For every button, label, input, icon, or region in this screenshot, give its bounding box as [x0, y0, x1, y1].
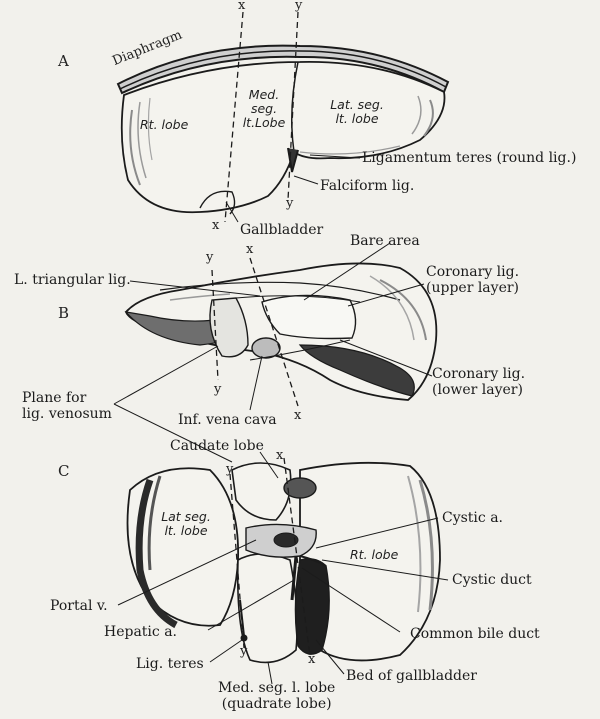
coronary-lower-line-1: Coronary lig. — [432, 366, 526, 382]
lat-seg-line-2: lt. lobe — [335, 111, 379, 126]
quadrate-line-1: Med. seg. l. lobe — [218, 680, 336, 696]
plane-line-2: lig. venosum — [22, 406, 112, 422]
axis-x-bottom-a: x — [212, 218, 220, 233]
coronary-upper-line-1: Coronary lig. — [426, 264, 520, 280]
axis-y-bottom-c: y — [240, 644, 248, 659]
gallbladder-label: Gallbladder — [240, 222, 324, 238]
lat-seg-line-1: Lat. seg. — [330, 97, 384, 112]
panel-label-b: B — [58, 304, 70, 322]
quadrate-line-2: (quadrate lobe) — [221, 696, 332, 712]
axis-y-bottom-a: y — [286, 196, 294, 211]
caudate-label: Caudate lobe — [170, 438, 264, 454]
coronary-lower-label: Coronary lig. (lower layer) — [432, 366, 525, 398]
lig-teres-label: Lig. teres — [136, 656, 204, 672]
cystic-duct-label: Cystic duct — [452, 572, 532, 588]
plane-lig-venosum-label: Plane for lig. venosum — [22, 390, 112, 422]
coronary-upper-line-2: (upper layer) — [426, 280, 520, 296]
ivc-label: Inf. vena cava — [178, 412, 277, 428]
med-seg-line-1: Med. — [248, 87, 280, 102]
lat-seg-label-a: Lat. seg. lt. lobe — [318, 98, 396, 126]
bare-area-label: Bare area — [350, 233, 420, 249]
panel-b-drawing — [113, 242, 438, 463]
common-bile-duct-label: Common bile duct — [410, 626, 540, 642]
panel-label-a: A — [58, 52, 69, 70]
coronary-upper-label: Coronary lig. (upper layer) — [426, 264, 519, 296]
axis-x-top-a: x — [238, 0, 246, 13]
bed-of-gallbladder-label: Bed of gallbladder — [346, 668, 477, 684]
axis-x-top-c: x — [276, 448, 284, 463]
l-triangular-label: L. triangular lig. — [14, 272, 131, 288]
axis-x-bottom-c: x — [308, 652, 316, 667]
axis-y-top-a: y — [295, 0, 303, 13]
ligamentum-teres-label: Ligamentum teres (round lig.) — [362, 150, 577, 166]
portal-v-label: Portal v. — [50, 598, 108, 614]
panel-a-drawing — [116, 11, 450, 223]
axis-y-bottom-b: y — [214, 382, 222, 397]
rt-lobe-label-a: Rt. lobe — [140, 117, 189, 132]
quadrate-lobe-label: Med. seg. l. lobe (quadrate lobe) — [218, 680, 335, 712]
panel-c-drawing — [117, 451, 449, 685]
cystic-a-label: Cystic a. — [442, 510, 503, 526]
axis-x-bottom-b: x — [294, 408, 302, 423]
plane-line-1: Plane for — [22, 390, 87, 406]
lat-seg-label-c: Lat seg. lt. lobe — [150, 510, 222, 538]
coronary-lower-line-2: (lower layer) — [432, 382, 523, 398]
lat-seg-c-line-1: Lat seg. — [161, 509, 211, 524]
med-seg-line-3: lt.Lobe — [242, 115, 286, 130]
axis-x-top-b: x — [246, 242, 254, 257]
rt-lobe-label-c: Rt. lobe — [350, 547, 399, 562]
hepatic-a-label: Hepatic a. — [104, 624, 177, 640]
axis-y-top-c: y — [226, 462, 234, 477]
med-seg-label-a: Med. seg. lt.Lobe — [240, 88, 288, 130]
lat-seg-c-line-2: lt. lobe — [164, 523, 208, 538]
axis-y-top-b: y — [206, 250, 214, 265]
falciform-label: Falciform lig. — [320, 178, 415, 194]
med-seg-line-2: seg. — [250, 101, 278, 116]
panel-label-c: C — [58, 462, 70, 480]
